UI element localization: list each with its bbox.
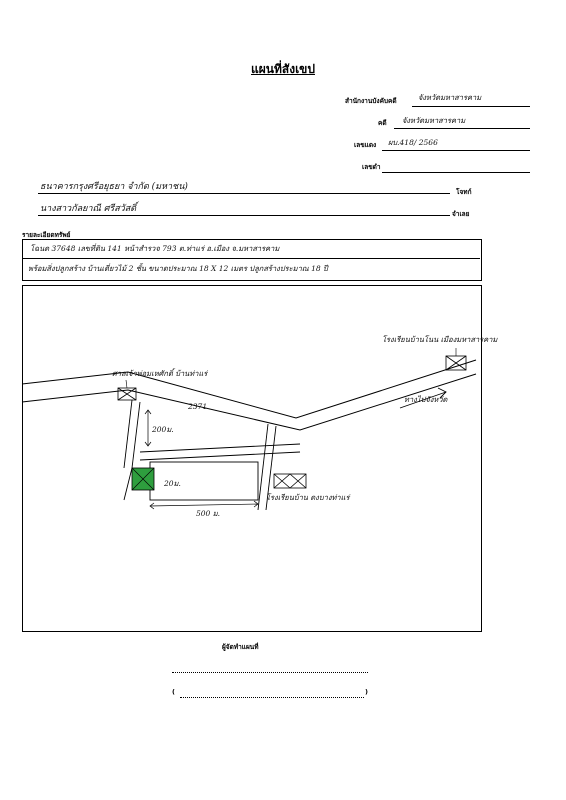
temple-label: ศาลเจ้าพ่อมเหศักดิ์ บ้านท่าแร่: [112, 369, 208, 378]
direction-label: ทางไปจังหวัด: [404, 395, 448, 404]
case-label: คดี: [378, 119, 387, 127]
office-value: จังหวัดมหาสารคาม: [418, 93, 482, 102]
office-underline: [412, 106, 530, 107]
school-top-symbol: [445, 355, 467, 371]
distance-arrow-500: [149, 500, 259, 510]
school-bottom-label: โรงเรียนบ้าน ดงบางท่าแร่: [266, 493, 350, 502]
office-label: สำนักงานบังคับคดี: [345, 97, 397, 105]
road-2371: [21, 359, 477, 431]
details-label: รายละเอียดทรัพย์: [22, 231, 71, 239]
school-top-label: โรงเรียนบ้านโนน เมืองมหาสารคาม: [382, 335, 498, 344]
case-underline: [394, 128, 530, 129]
distance-arrow-200: [144, 409, 152, 447]
black-number-label: เลขดำ: [362, 163, 381, 171]
number-underline: [382, 150, 530, 151]
black-number-underline: [382, 172, 530, 173]
school-bottom-symbol: [273, 473, 307, 489]
plaintiff-label: โจทก์: [456, 188, 472, 196]
paren-right: ): [365, 688, 368, 696]
distance-small-label: 20ม.: [164, 479, 181, 488]
map-frame: [22, 285, 482, 632]
number-label: เลขแดง: [354, 141, 377, 149]
page-title: แผนที่สังเขป: [251, 62, 315, 76]
defendant-value: นางสาวกัลยาณี ศรีสวัสดิ์: [40, 204, 137, 214]
defendant-label: จำเลย: [452, 210, 470, 218]
paren-left: (: [172, 688, 175, 696]
road-number-label: 2371: [188, 402, 208, 411]
number-value: ผบ.418/ 2566: [388, 138, 438, 147]
defendant-underline: [38, 215, 450, 216]
details-box: [22, 239, 482, 281]
distance-500-label: 500 ม.: [196, 509, 221, 518]
case-value: จังหวัดมหาสารคาม: [402, 116, 466, 125]
direction-arrow-icon: [399, 387, 447, 409]
distance-200-label: 200ม.: [152, 425, 174, 434]
side-roads: [123, 399, 301, 511]
signer-label: ผู้จัดทำแผนที่: [222, 643, 259, 651]
details-divider: [22, 258, 480, 259]
signature-line: [172, 672, 368, 673]
name-line: [180, 697, 364, 698]
plaintiff-value: ธนาคารกรุงศรีอยุธยา จำกัด (มหาชน): [40, 182, 188, 192]
details-line1: โฉนด 37648 เลขที่ดิน 141 หน้าสำรวจ 793 ต…: [30, 244, 280, 253]
details-line2: พร้อมสิ่งปลูกสร้าง บ้านเดี่ยวไม้ 2 ชั้น …: [28, 264, 328, 273]
plaintiff-underline: [38, 193, 450, 194]
